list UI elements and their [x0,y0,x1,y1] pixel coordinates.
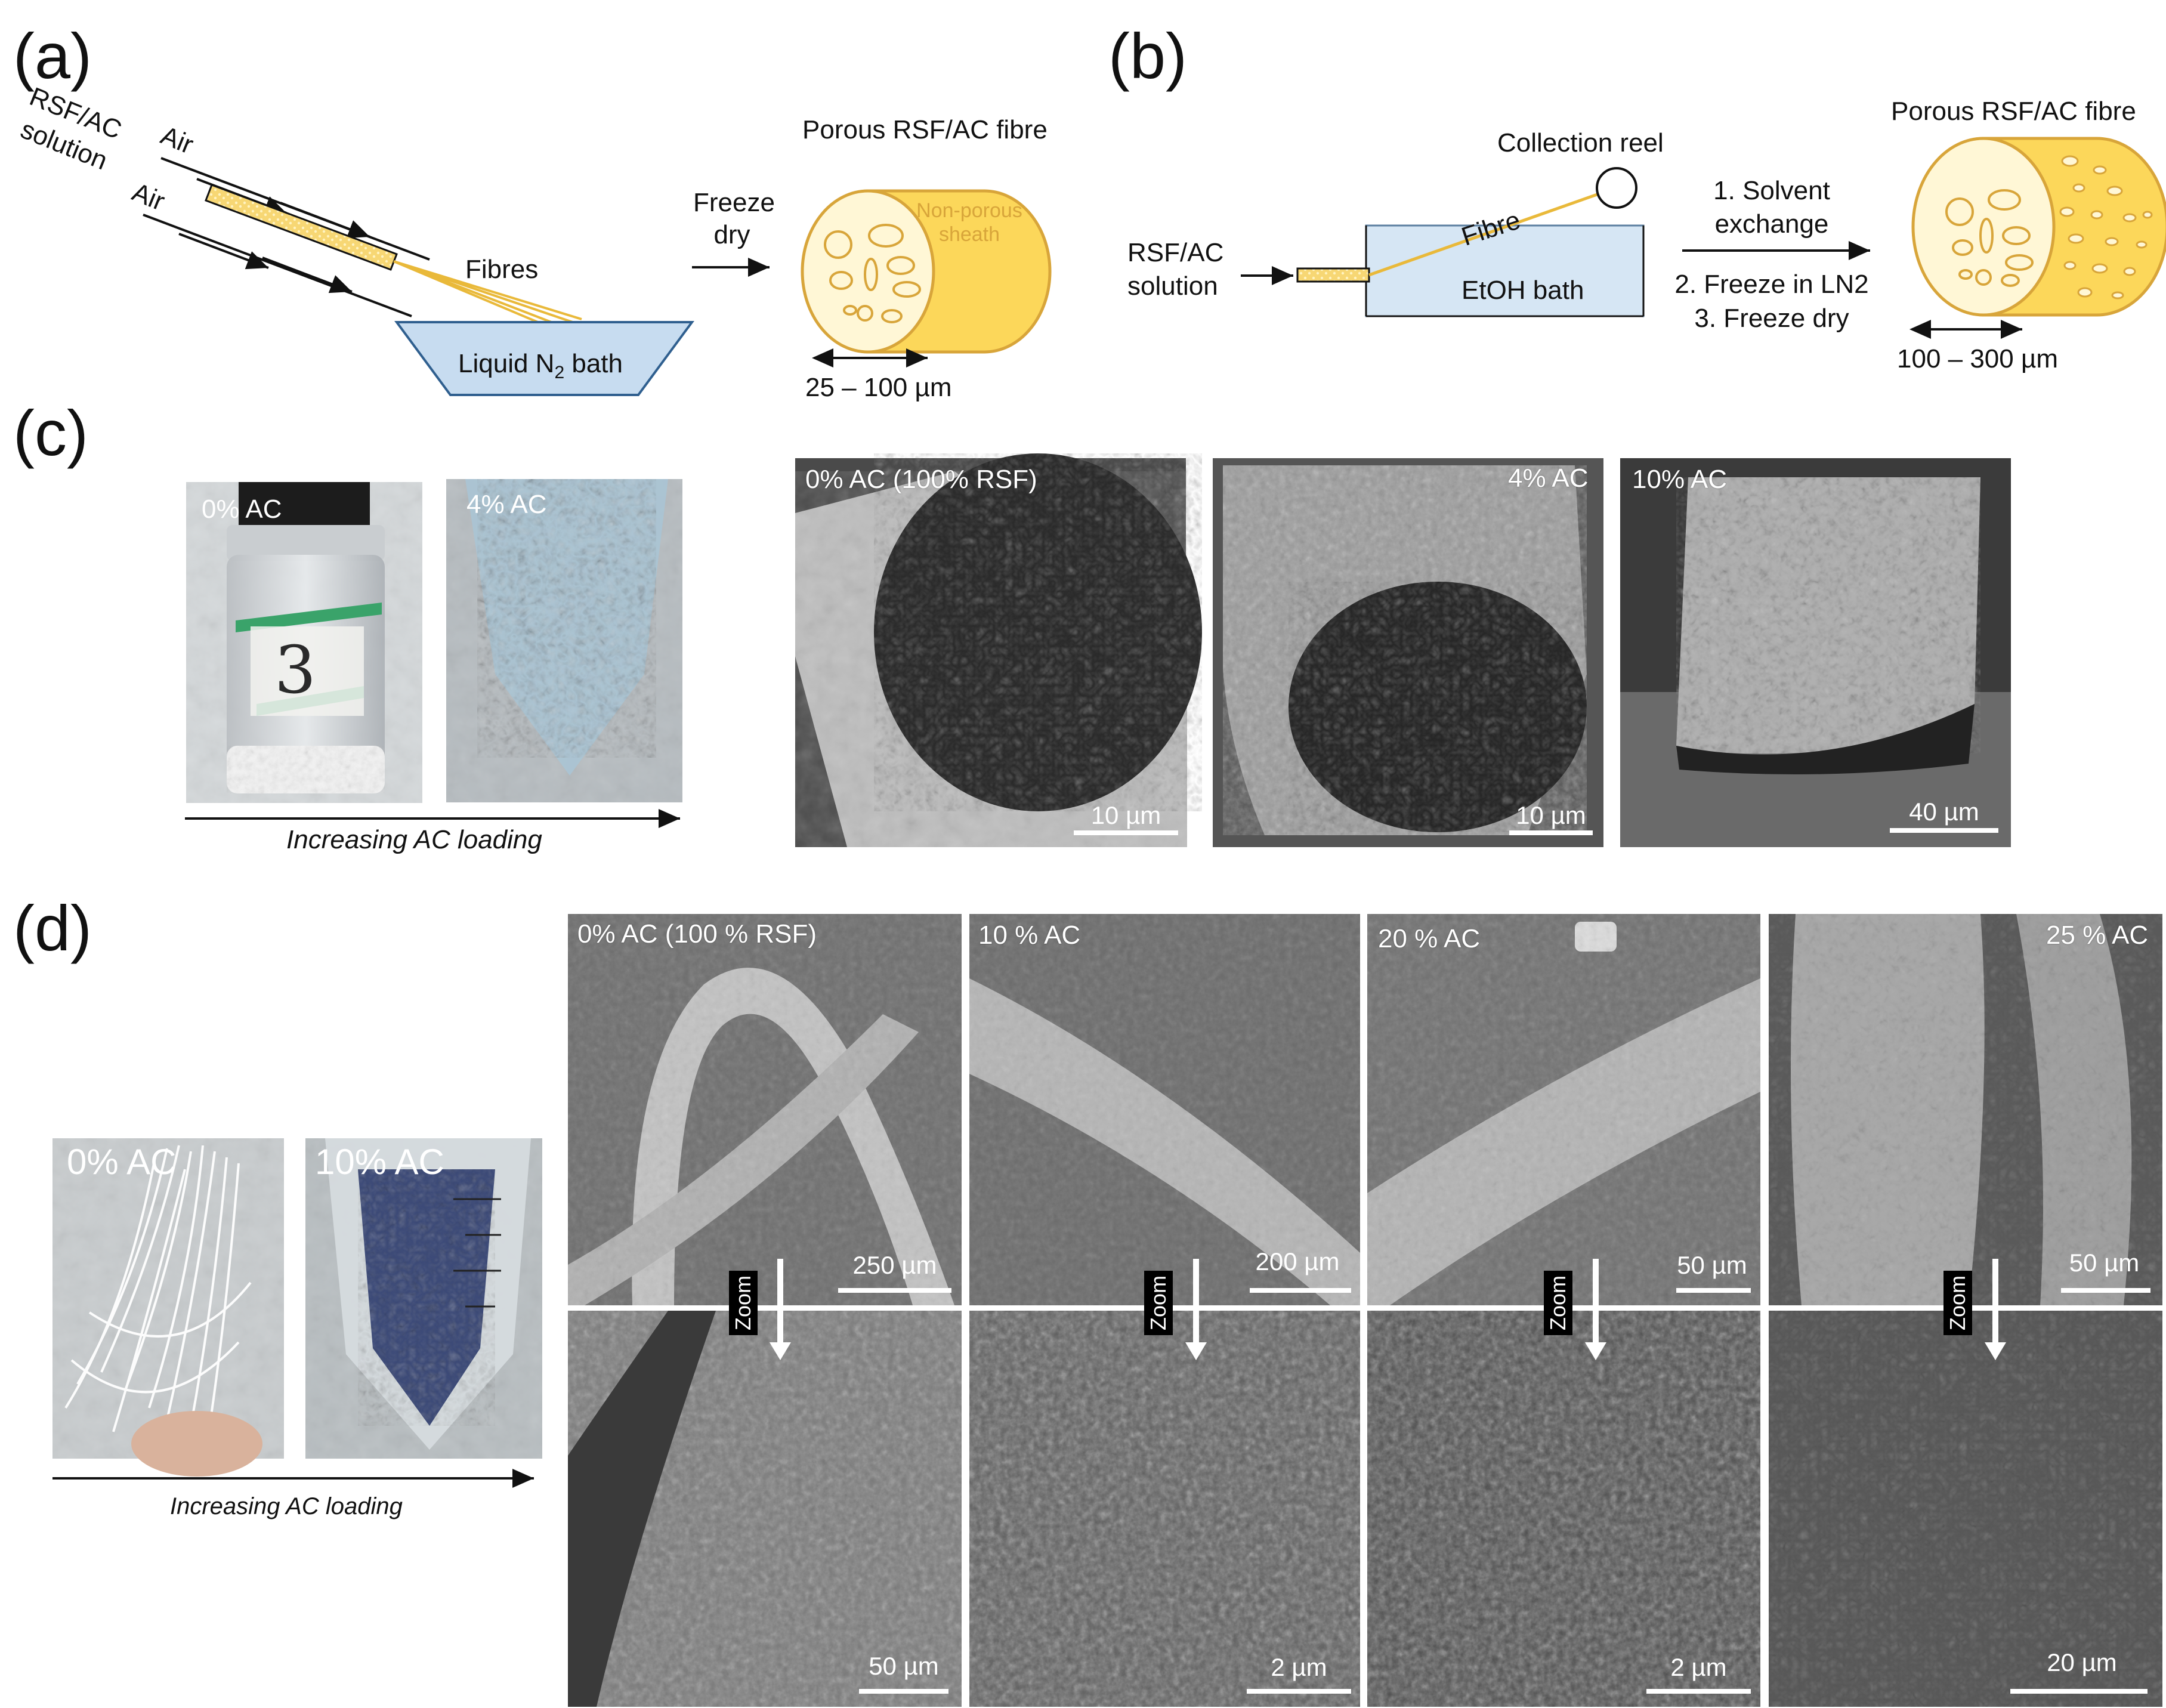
panel-d-sem-bottom-20ac [1367,1311,1760,1707]
panel-a-bath-label: Liquid N2 bath [458,349,623,382]
panel-d-sem-top4-label: 25 % AC [2046,921,2149,950]
panel-c-sem3-label: 10% AC [1632,465,1727,494]
panel-a-step-line1: Freeze [693,188,775,217]
panel-d-sem-bottom-25ac [1769,1311,2162,1707]
panel-b-letter: (b) [1108,20,1187,92]
panel-a-fibres-label: Fibres [465,255,539,284]
panel-b-schematic [1241,137,2166,339]
panel-d-sem-bottom3-scale: 2 µm [1670,1653,1727,1681]
panel-c-sem2-scale: 10 µm [1516,801,1586,829]
panel-d-sem-top2-scale: 200 µm [1255,1247,1340,1275]
panel-d-sem-top-10ac [969,914,1360,1305]
panel-b-step1-line2: exchange [1714,209,1829,239]
panel-b-solution-line1: RSF/AC [1127,238,1224,267]
zoom-tag-1: Zoom [729,1271,758,1336]
zoom-tag-2: Zoom [1144,1271,1173,1336]
panel-c-sem3-scale: 40 µm [1909,798,1979,826]
panel-c-letter: (c) [13,397,88,469]
panel-c-sem-4ac [1213,458,1603,847]
panel-c-sem-10ac [1620,458,2011,847]
panel-d-sem-top-25ac [1769,914,2162,1305]
panel-d-sem-top4-scale: 50 µm [2069,1249,2140,1277]
panel-d-sem-bottom-0ac [568,1311,962,1707]
panel-c-loading-label: Increasing AC loading [286,825,542,854]
panel-b-step1-line1: 1. Solvent [1713,176,1830,205]
panel-d-sem-top-0ac [568,914,962,1305]
panel-d-sem-top3-label: 20 % AC [1378,924,1481,953]
panel-b-step3: 3. Freeze dry [1694,304,1849,333]
panel-d-photo-0ac-label: 0% AC [67,1142,177,1182]
panel-a-step-line2: dry [713,220,750,249]
sem-d-scalebars [838,1288,2150,1694]
panel-d-photo-10ac-label: 10% AC [315,1142,444,1182]
zoom-tag-4: Zoom [1943,1271,1972,1336]
panel-c-sem1-scale: 10 µm [1090,801,1161,829]
panel-c-photo-4ac [446,479,682,802]
panel-d-sem-bottom-10ac [969,1311,1360,1707]
zoom-tag-3: Zoom [1544,1271,1572,1336]
panel-d-sem-top1-label: 0% AC (100 % RSF) [577,919,817,949]
panel-b-step2: 2. Freeze in LN2 [1674,270,1869,299]
panel-d-sem-bottom2-scale: 2 µm [1271,1653,1327,1681]
panel-a-size-range: 25 – 100 µm [805,373,952,402]
panel-b-product-title: Porous RSF/AC fibre [1891,97,2136,126]
panel-c-sem1-label: 0% AC (100% RSF) [805,465,1037,494]
panel-a-sheath-line2: sheath [938,223,1000,246]
panel-a-schematic [143,157,1052,396]
panel-a-sheath-line1: Non-porous [916,199,1022,222]
panel-c-photo-0ac-label: 0% AC [202,495,282,524]
panel-d-photo-10ac [305,1138,542,1459]
panel-d-sem-top1-scale: 250 µm [852,1251,937,1279]
panel-d-sem-top-20ac [1367,914,1760,1305]
panel-b-reel-label: Collection reel [1497,128,1664,157]
panel-d-sem-top3-scale: 50 µm [1677,1251,1747,1279]
panel-b-solution-line2: solution [1127,271,1218,301]
panel-d-letter: (d) [13,892,92,964]
panel-d-photo-0ac [52,1138,284,1477]
panel-d-sem-top2-label: 10 % AC [978,921,1081,950]
panel-d-sem-bottom1-scale: 50 µm [869,1652,939,1680]
panel-c-vial-mark: 3 [274,632,316,708]
panel-c-sem2-label: 4% AC [1508,464,1589,493]
panel-b-bath-label: EtOH bath [1461,276,1584,305]
panel-c-photo-4ac-label: 4% AC [466,490,547,519]
zoom-arrows [770,1259,2006,1360]
panel-d-loading-label: Increasing AC loading [170,1493,403,1519]
panel-c-sem-0ac [795,453,1202,847]
panel-d-sem-bottom4-scale: 20 µm [2047,1648,2117,1676]
panel-c-photo-0ac [186,482,422,803]
panel-a-product-title: Porous RSF/AC fibre [802,115,1048,144]
panel-b-size-range: 100 – 300 µm [1897,344,2058,373]
panel-a-letter: (a) [13,20,92,92]
